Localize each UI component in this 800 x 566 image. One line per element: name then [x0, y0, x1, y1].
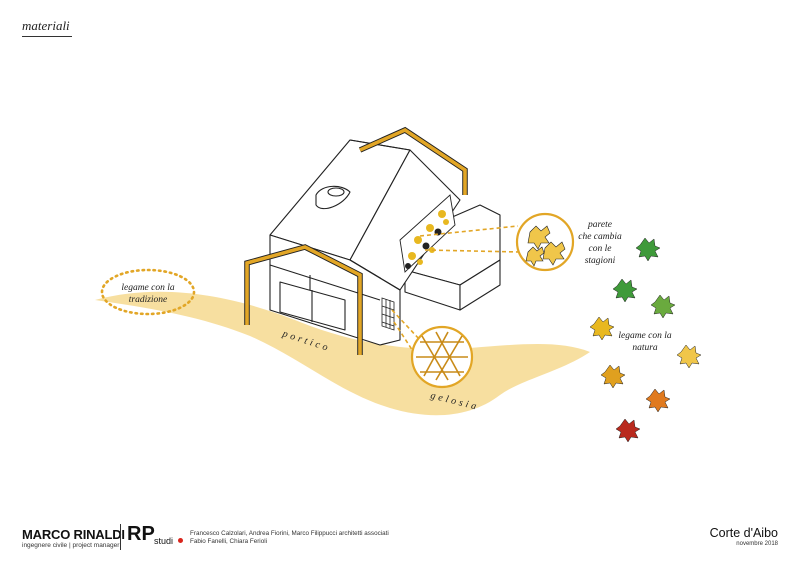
- gelosia-wall: [381, 297, 395, 331]
- sand-ribbon: [95, 291, 590, 416]
- footer-credits: Francesco Calzolari, Andrea Fiorini, Mar…: [190, 530, 389, 546]
- label-natura-line1: legame con la: [618, 331, 672, 341]
- label-natura-line2: natura: [632, 343, 658, 353]
- rp-studio-logo-sub: studi: [154, 536, 174, 546]
- leaf-orange-1: [600, 364, 626, 389]
- leaf-orange-2: [645, 388, 671, 413]
- seasonal-wall-pattern: [399, 194, 456, 273]
- leaf-yellow-1: [589, 316, 615, 341]
- annex-side: [459, 259, 501, 311]
- building-model: [269, 139, 501, 346]
- label-tradizione-line1: legame con la: [121, 283, 175, 293]
- project-date: novembre 2018: [736, 541, 778, 547]
- footer-name: MARCO RINALDI: [22, 527, 125, 542]
- section-title-underline: [22, 36, 72, 37]
- leaf-green-1: [635, 237, 661, 262]
- credits-line2: Fabio Fanelli, Chiara Ferioli: [190, 538, 267, 545]
- label-parete-line1: parete: [587, 220, 612, 230]
- footer-separator: [120, 524, 121, 550]
- leaf-green-3: [650, 294, 676, 319]
- detail-circle-gelosia: [410, 325, 474, 389]
- credits-line1: Francesco Calzolari, Andrea Fiorini, Mar…: [190, 530, 389, 537]
- tradizione-dotted-ellipse: [100, 268, 196, 316]
- callout-lines: [391, 225, 521, 363]
- leaf-cluster: [589, 237, 702, 443]
- label-parete-line3: con le: [589, 244, 612, 254]
- detail-circle-leaves: [515, 212, 575, 272]
- logo-dot-icon: [178, 538, 183, 543]
- label-parete-line4: stagioni: [585, 256, 616, 266]
- rp-studio-logo: RP: [127, 523, 155, 545]
- footer-role: ingegnere civile | project manager: [22, 542, 120, 549]
- project-title: Corte d'Aibo: [709, 526, 778, 540]
- leaf-yellow-2: [676, 344, 702, 369]
- label-parete-line2: che cambia: [578, 232, 622, 242]
- label-tradizione-line2: tradizione: [129, 295, 168, 305]
- section-title: materiali: [22, 18, 70, 33]
- leaf-green-2: [612, 278, 638, 303]
- leaf-red-1: [615, 418, 641, 443]
